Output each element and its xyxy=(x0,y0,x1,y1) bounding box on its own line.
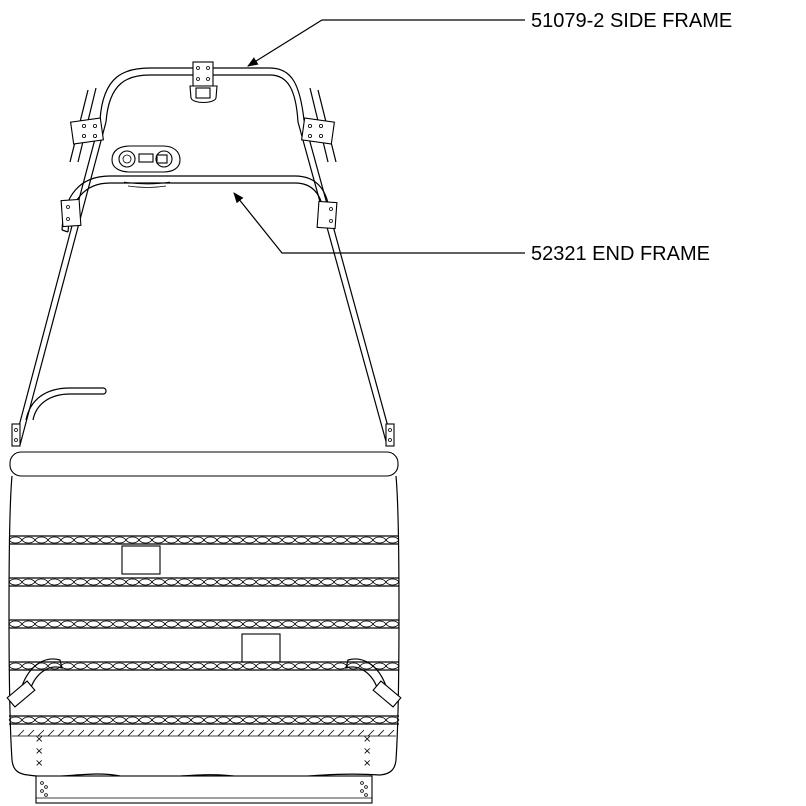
end-frame-leader-line xyxy=(233,192,525,254)
upper-side-brackets xyxy=(69,117,336,145)
left-handle xyxy=(25,387,107,421)
bag-body: × × × × × × xyxy=(6,451,402,804)
svg-text:×: × xyxy=(363,746,371,757)
svg-text:×: × xyxy=(363,758,371,769)
webbing-band xyxy=(8,577,400,587)
webbing-band xyxy=(8,535,400,545)
side-frame-callout: 51079-2 SIDE FRAME xyxy=(247,10,732,67)
svg-text:×: × xyxy=(35,746,43,757)
bottom-hatching xyxy=(12,729,396,737)
svg-text:×: × xyxy=(35,734,43,745)
webbing-bands xyxy=(8,535,400,725)
end-frame xyxy=(60,175,338,233)
placard-upper xyxy=(121,545,161,575)
bottom-pallet xyxy=(35,775,373,804)
top-collar xyxy=(9,451,399,477)
side-frame-label: 51079-2 SIDE FRAME xyxy=(531,10,732,32)
top-hinge-bracket xyxy=(189,61,218,104)
placard-lower xyxy=(241,633,281,663)
end-frame-callout: 52321 END FRAME xyxy=(233,192,710,265)
side-frame xyxy=(11,67,395,447)
svg-text:×: × xyxy=(35,758,43,769)
webbing-band xyxy=(8,661,400,671)
side-frame-leader-line xyxy=(247,19,525,67)
svg-text:×: × xyxy=(363,734,371,745)
end-frame-label: 52321 END FRAME xyxy=(531,243,710,265)
webbing-band xyxy=(8,619,400,629)
webbing-band xyxy=(8,715,400,725)
control-unit xyxy=(111,145,181,188)
